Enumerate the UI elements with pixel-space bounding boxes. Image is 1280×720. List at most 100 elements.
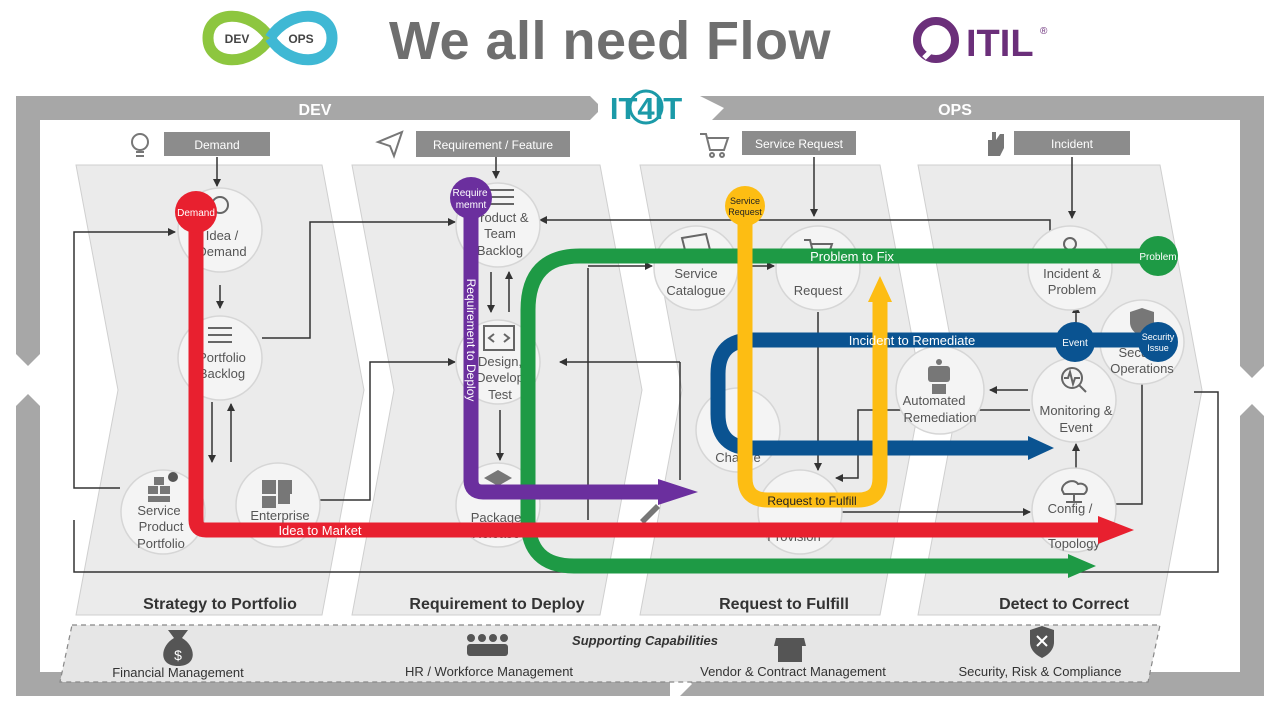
badge-problem: Problem xyxy=(1138,236,1178,276)
node-config-l2: Topology xyxy=(1048,536,1101,551)
node-product-l1: Product & xyxy=(471,210,528,225)
badge-service-request-l2: Request xyxy=(728,207,762,217)
supporting-capabilities: Supporting Capabilities $ Financial Mana… xyxy=(59,624,1161,683)
list-icon xyxy=(208,327,232,343)
node-idea-l2: Demand xyxy=(197,244,246,259)
node-monitoring-l1: Monitoring & xyxy=(1040,403,1113,418)
node-service-l1: Service xyxy=(137,503,180,518)
flow-problem-to-fix xyxy=(520,248,1160,578)
connector-lines xyxy=(73,157,1219,573)
badge-event: Event xyxy=(1055,322,1095,362)
people-group-icon xyxy=(467,634,508,656)
devops-ring-left xyxy=(202,10,275,66)
paper-plane-icon xyxy=(375,130,404,159)
boxes-icon xyxy=(148,472,178,502)
node-incident-l1: Incident & xyxy=(1043,266,1101,281)
supporting-title: Supporting Capabilities xyxy=(572,633,718,648)
flow-label-request-to-fulfill: Request to Fulfill xyxy=(767,494,856,508)
lightbulb-icon xyxy=(131,133,149,157)
node-product-l3: Backlog xyxy=(477,243,523,258)
supporting-vendor: Vendor & Contract Management xyxy=(700,664,886,679)
badge-security-l1: Security xyxy=(1142,332,1175,342)
it4it-text: IT4IT xyxy=(610,91,682,126)
node-secops-l2: Operations xyxy=(1110,361,1174,376)
entry-requirement: Requirement / Feature xyxy=(375,130,570,159)
node-circles xyxy=(120,182,1185,555)
robot-icon xyxy=(928,359,950,394)
supporting-financial: Financial Management xyxy=(112,665,244,680)
rocket-icon xyxy=(640,504,660,524)
itil-logo: ITIL ® xyxy=(913,17,1048,65)
node-service-l3: Portfolio xyxy=(137,536,185,551)
money-bag-icon: $ xyxy=(163,630,193,666)
entry-requirement-text: Requirement / Feature xyxy=(433,138,553,152)
supporting-security: Security, Risk & Compliance xyxy=(958,664,1121,679)
node-portfolio-l2: Backlog xyxy=(199,366,245,381)
svg-text:$: $ xyxy=(174,647,182,663)
code-icon xyxy=(483,325,515,351)
supporting-hr: HR / Workforce Management xyxy=(405,664,573,679)
node-design-l1: Design, xyxy=(478,354,522,369)
badge-service-request-l1: Service xyxy=(730,196,760,206)
hand-stop-icon xyxy=(988,132,1004,156)
puzzle-icon xyxy=(262,480,292,508)
devops-ring-right xyxy=(265,10,338,66)
it4it-logo: IT4IT xyxy=(598,88,694,128)
node-request-l1: Request xyxy=(794,283,843,298)
itil-text: ITIL xyxy=(966,23,1034,65)
itil-mark-icon xyxy=(913,17,959,63)
badge-problem-text: Problem xyxy=(1139,252,1176,263)
shield-x-icon xyxy=(1030,626,1054,658)
node-catalogue-l2: Catalogue xyxy=(666,283,725,298)
flow-idea-to-market xyxy=(188,212,1134,544)
devops-ring-words: BUILD CODE PLAN RELEASE DEPLOY OPERATE M… xyxy=(208,71,333,76)
devops-logo: DEV OPS BUILD CODE PLAN RELEASE DEPLOY O… xyxy=(202,10,338,76)
vs-label-r2f: Request to Fulfill xyxy=(719,596,849,613)
badge-requirement-l2: memnt xyxy=(456,200,487,211)
node-request-circle xyxy=(775,225,861,311)
vs-label-d2c: Detect to Correct xyxy=(999,596,1129,613)
magnifier-pulse-icon xyxy=(1061,367,1087,393)
node-design-l3: Test xyxy=(488,387,512,402)
itil-reg-text: ® xyxy=(1040,26,1048,37)
flow-requirement-to-deploy xyxy=(463,200,698,505)
storefront-icon xyxy=(774,638,806,662)
node-automated-l2: Remediation xyxy=(904,410,977,425)
badge-requirement-l1: Require xyxy=(452,188,487,199)
flow-label-idea-to-market: Idea to Market xyxy=(278,523,361,538)
node-idea-l1: Idea / xyxy=(206,228,239,243)
dev-band-label: DEV xyxy=(299,102,332,119)
badge-security-l2: Issue xyxy=(1147,343,1169,353)
node-design-l2: Develop xyxy=(476,370,524,385)
node-monitoring-l2: Event xyxy=(1059,420,1093,435)
node-enterprise-l1: Enterprise xyxy=(250,508,309,523)
entry-demand: Demand xyxy=(131,132,270,157)
badge-security-issue: Security Issue xyxy=(1138,322,1178,362)
package-icon xyxy=(484,470,512,486)
page-title: We all need Flow xyxy=(388,11,832,71)
node-release-l1: Package xyxy=(471,510,522,525)
badge-service-request: Service Request xyxy=(725,186,765,226)
flow-label-requirement-to-deploy: Requirement to Deploy xyxy=(464,279,478,402)
flow-request-to-fulfill xyxy=(737,210,892,508)
node-service-l2: Product xyxy=(139,519,184,534)
node-automated-l1: Automated xyxy=(903,393,966,408)
entry-service-request: Service Request xyxy=(700,131,856,158)
node-incident-l2: Problem xyxy=(1048,282,1096,297)
node-catalogue-l1: Service xyxy=(674,266,717,281)
entry-demand-text: Demand xyxy=(194,138,239,152)
node-product-l2: Team xyxy=(484,226,516,241)
badge-demand: Demand xyxy=(175,191,217,233)
node-config-l1: Config / xyxy=(1048,501,1093,516)
badge-requirement: Require memnt xyxy=(450,177,492,219)
node-portfolio-l1: Portfolio xyxy=(198,350,246,365)
ops-band-label: OPS xyxy=(938,102,972,119)
node-icons xyxy=(148,189,1154,524)
badge-demand-text: Demand xyxy=(177,208,215,219)
badge-event-text: Event xyxy=(1062,338,1088,349)
vs-label-s2p: Strategy to Portfolio xyxy=(143,596,297,613)
devops-ops-text: OPS xyxy=(288,32,313,46)
flow-label-incident-to-remediate: Incident to Remediate xyxy=(849,333,975,348)
devops-dev-text: DEV xyxy=(225,32,250,46)
